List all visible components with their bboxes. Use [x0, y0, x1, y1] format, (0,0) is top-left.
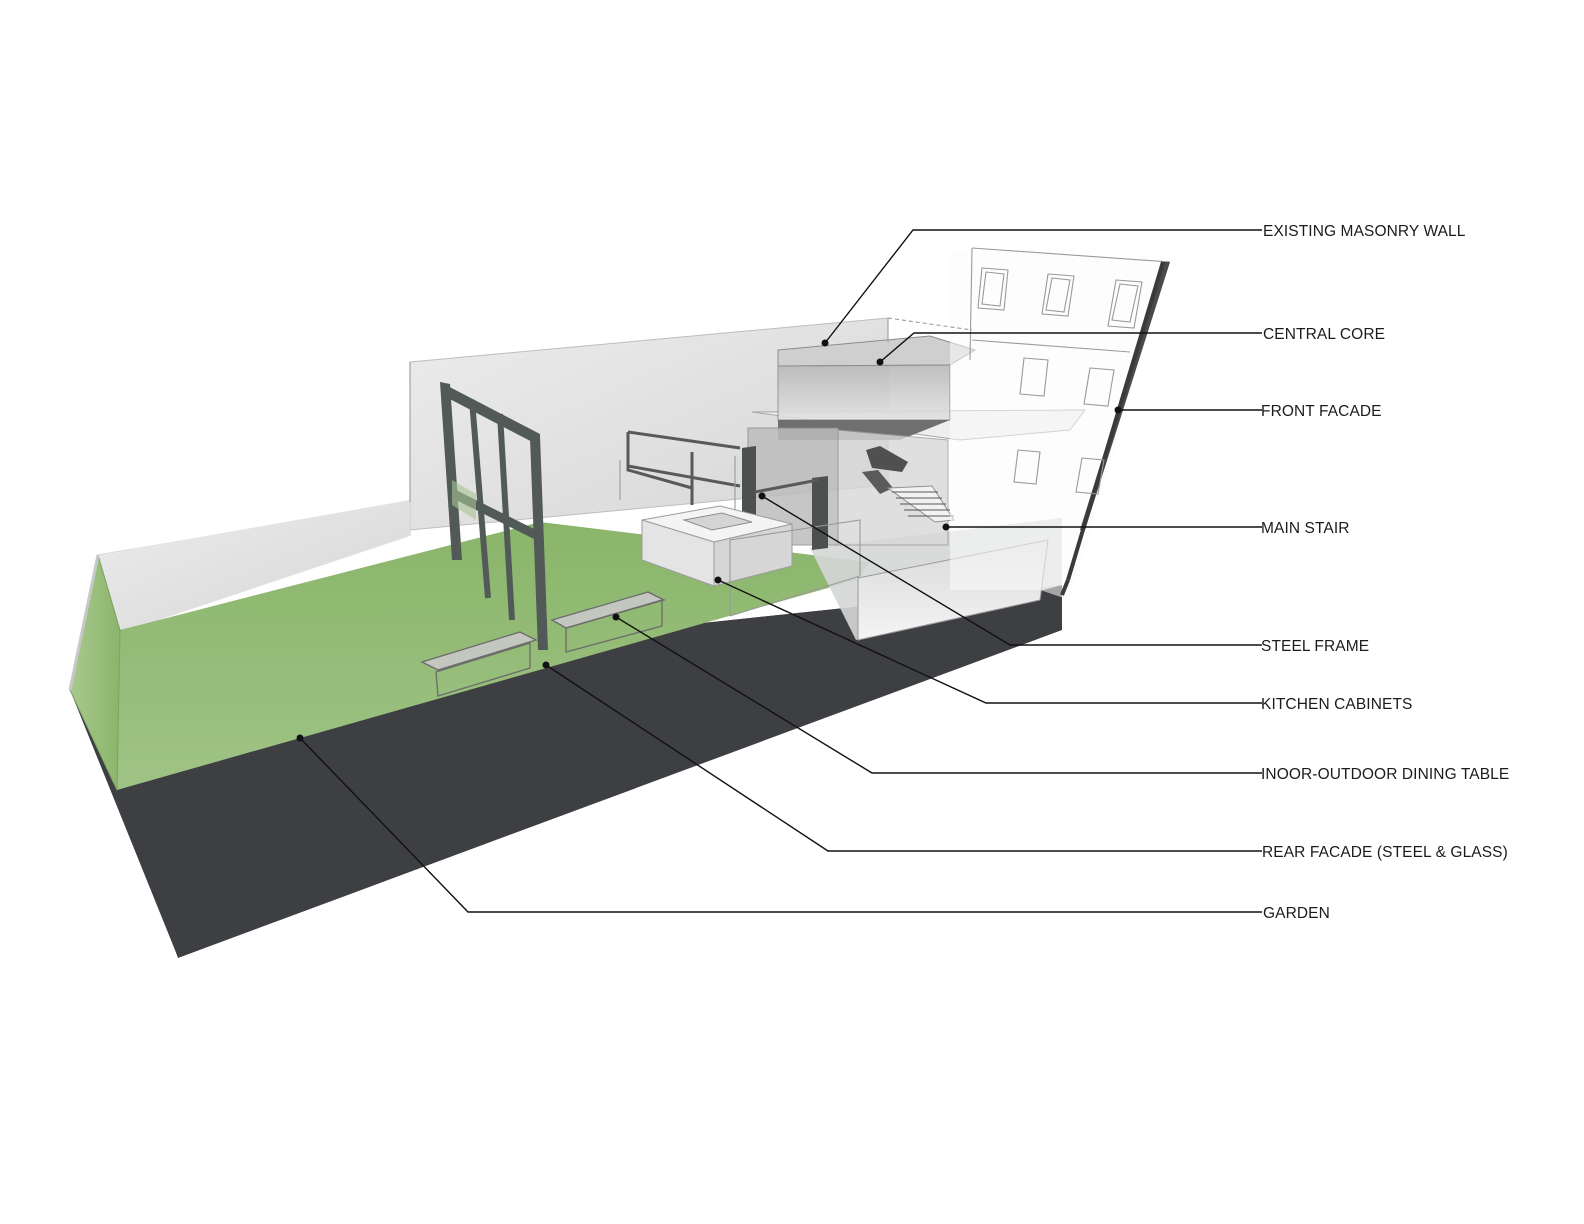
- labels: EXISTING MASONRY WALL CENTRAL CORE FRONT…: [1261, 223, 1509, 922]
- label-existing-masonry-wall: EXISTING MASONRY WALL: [1263, 223, 1466, 240]
- low-boundary-wall-face: [98, 500, 410, 632]
- balcony-railing: [619, 430, 819, 520]
- label-front-facade: FRONT FACADE: [1261, 403, 1382, 420]
- leader-steel-frame: [761, 495, 1262, 646]
- dot-existing-masonry-wall: [821, 339, 829, 347]
- label-garden: GARDEN: [1263, 905, 1330, 922]
- label-steel-frame: STEEL FRAME: [1261, 638, 1369, 655]
- dot-front-facade: [1114, 406, 1122, 414]
- label-central-core: CENTRAL CORE: [1263, 326, 1385, 343]
- dot-steel-frame: [758, 492, 766, 500]
- label-main-stair: MAIN STAIR: [1261, 520, 1350, 537]
- rear-facade-steel-frame: [440, 382, 548, 650]
- ground-section-face: [70, 585, 1062, 790]
- dot-kitchen-cabinets: [714, 576, 722, 584]
- leader-central-core: [879, 332, 1262, 363]
- leader-existing-masonry-wall: [824, 229, 1262, 344]
- label-dining-table: INOOR-OUTDOOR DINING TABLE: [1261, 766, 1509, 783]
- dining-table-shape: [420, 591, 666, 697]
- kitchen-cabinets-sink: [682, 512, 753, 531]
- front-facade-shape: [950, 247, 1171, 600]
- core-steel-column-2: [812, 476, 828, 550]
- glass-outline: [729, 519, 861, 617]
- dot-garden: [296, 734, 304, 742]
- garden-floor: [117, 522, 870, 790]
- leader-garden: [299, 737, 1262, 913]
- leader-rear-facade: [545, 664, 1262, 852]
- leader-dining-table: [615, 616, 1262, 774]
- leader-kitchen-cabinets: [717, 579, 1262, 704]
- label-kitchen-cabinets: KITCHEN CABINETS: [1261, 696, 1412, 713]
- dot-central-core: [876, 358, 884, 366]
- dot-rear-facade: [542, 661, 550, 669]
- core-steel-column: [742, 446, 756, 522]
- main-stair-shape: [862, 446, 955, 523]
- central-core-front: [777, 364, 951, 421]
- label-rear-facade: REAR FACADE (STEEL & GLASS): [1262, 844, 1508, 861]
- dot-dining-table: [612, 613, 620, 621]
- volume-outlines: [409, 317, 973, 502]
- leader-lines: [296, 229, 1262, 913]
- dot-main-stair: [942, 523, 950, 531]
